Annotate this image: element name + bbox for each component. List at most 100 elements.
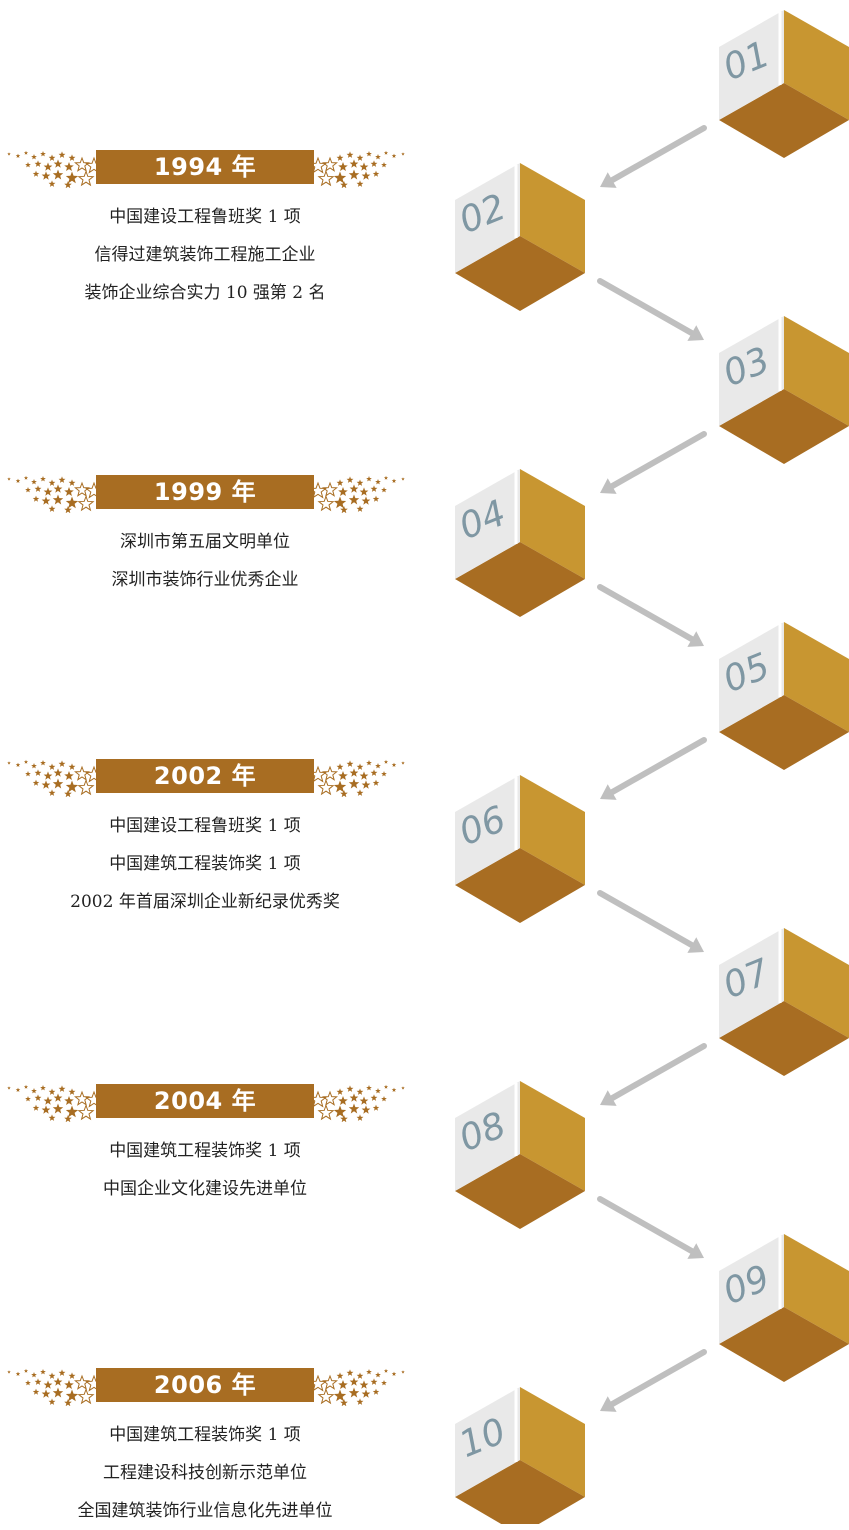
star-icon (73, 156, 91, 172)
award-list: 中国建筑工程装饰奖 1 项 工程建设科技创新示范单位 全国建筑装饰行业信息化先进… (0, 1416, 410, 1530)
award-item: 中国建设工程鲁班奖 1 项 (109, 207, 301, 227)
star-icon (317, 495, 335, 512)
star-icon (43, 487, 53, 496)
cube-right-face (520, 469, 585, 579)
star-icon (7, 477, 11, 481)
star-icon (73, 1090, 91, 1106)
star-icon (381, 771, 387, 777)
star-icon (381, 1096, 387, 1102)
star-icon (23, 1368, 29, 1373)
star-icon (338, 1380, 348, 1390)
star-icon (340, 790, 348, 797)
star-icon (77, 1104, 95, 1121)
star-icon (7, 1086, 11, 1090)
star-icon (41, 496, 51, 505)
cube-right-face (784, 928, 849, 1038)
star-icon (321, 156, 339, 172)
award-item: 中国建设工程鲁班奖 1 项 (109, 816, 301, 836)
year-label: 1994 年 (153, 153, 257, 181)
star-icon (43, 771, 53, 780)
star-icon (58, 476, 66, 483)
star-icon (41, 1105, 51, 1114)
star-icon (53, 1093, 63, 1102)
star-icon (361, 780, 371, 789)
cube-right-face (520, 775, 585, 885)
star-icon (359, 487, 369, 496)
cube-bottom-face (719, 389, 849, 464)
star-icon (348, 494, 360, 505)
star-icon (58, 1369, 66, 1376)
star-icon (31, 763, 37, 769)
star-icon (349, 484, 359, 493)
star-icon (375, 1088, 381, 1094)
star-icon (64, 181, 72, 188)
star-icon (391, 1371, 397, 1376)
star-icon (310, 1090, 327, 1108)
star-icon (64, 1380, 74, 1390)
star-icon (372, 1388, 380, 1395)
star-icon (356, 154, 364, 161)
star-icon (64, 1096, 74, 1106)
star-icon (52, 169, 64, 180)
cube-right-face (520, 1387, 585, 1497)
star-icon (348, 169, 360, 180)
cube-right-face (520, 1081, 585, 1191)
star-icon (356, 1088, 364, 1095)
star-icon (349, 1377, 359, 1386)
star-icon (7, 1370, 11, 1374)
star-icon (65, 496, 79, 509)
cube-bottom-face (455, 1460, 585, 1524)
arrow-icon (597, 278, 704, 341)
award-list: 中国建设工程鲁班奖 1 项 信得过建筑装饰工程施工企业 装饰企业综合实力 10 … (0, 198, 410, 312)
arrow-icon (597, 584, 704, 647)
star-icon (370, 769, 378, 776)
star-icon (64, 1115, 72, 1122)
star-icon (338, 162, 348, 172)
star-icon (15, 1087, 21, 1092)
year-banner: 2004 年 (0, 1082, 410, 1122)
star-icon (356, 1114, 364, 1121)
star-icon (321, 765, 339, 781)
cube-bottom-face (719, 1001, 849, 1076)
cube-right-face (784, 1234, 849, 1344)
star-icon (383, 759, 389, 764)
cube-bottom-face (719, 695, 849, 770)
star-icon (48, 1088, 56, 1095)
star-icon (73, 765, 91, 781)
star-icon (52, 494, 64, 505)
stars-decoration-icon (7, 1084, 102, 1122)
year-label: 2002 年 (153, 762, 257, 790)
star-icon (34, 485, 42, 492)
star-icon (401, 761, 405, 765)
star-icon (40, 760, 46, 766)
star-icon (32, 779, 40, 786)
year-banner-bar (96, 1084, 314, 1118)
star-icon (41, 1389, 51, 1398)
cube-front-face (719, 622, 784, 732)
star-icon (43, 162, 53, 171)
star-icon (25, 487, 31, 493)
star-icon (48, 1398, 56, 1405)
star-icon (375, 154, 381, 160)
star-icon (348, 1103, 360, 1114)
star-icon (68, 763, 76, 770)
star-icon (15, 1371, 21, 1376)
year-banner: 2006 年 (0, 1366, 410, 1406)
cube-right-face (784, 10, 849, 120)
award-item: 中国企业文化建设先进单位 (103, 1179, 307, 1199)
cube-front-face (455, 469, 520, 579)
star-icon (23, 475, 29, 480)
star-icon (348, 778, 360, 789)
star-icon (32, 495, 40, 502)
star-icon (53, 159, 63, 168)
star-icon (356, 180, 364, 187)
star-icon (356, 1372, 364, 1379)
star-icon (310, 765, 327, 783)
star-icon (346, 151, 354, 158)
star-icon (370, 1094, 378, 1101)
star-icon (65, 1389, 79, 1402)
star-icon (401, 152, 405, 156)
star-icon (383, 1368, 389, 1373)
star-icon (336, 1088, 344, 1095)
year-label: 2006 年 (153, 1371, 257, 1399)
